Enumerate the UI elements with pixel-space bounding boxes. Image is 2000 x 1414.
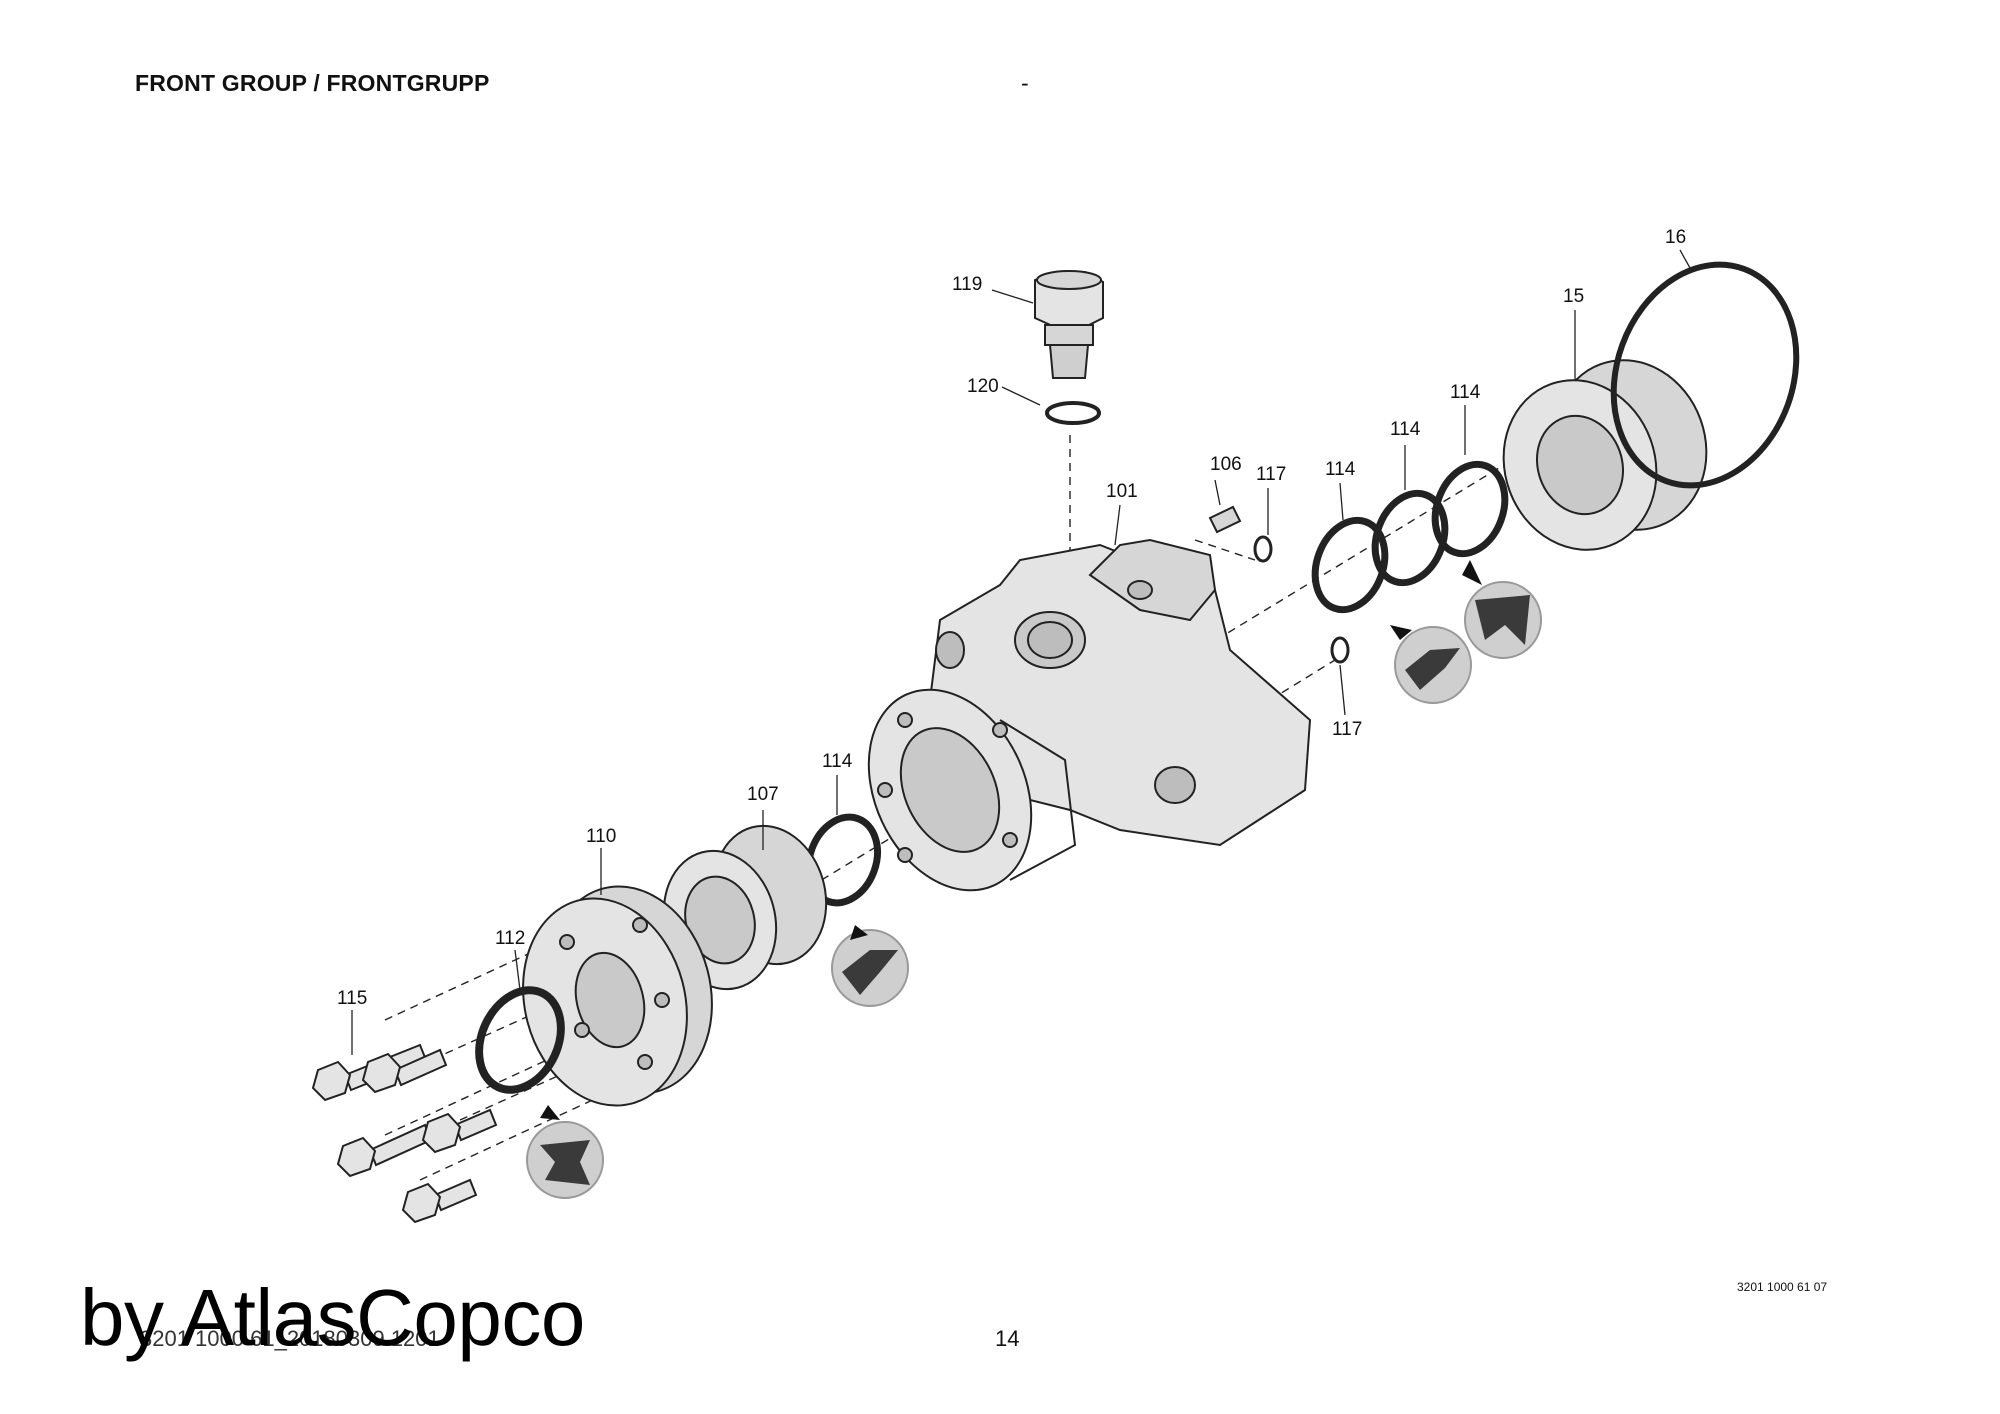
seal-114-b [1371, 489, 1449, 587]
callout-115: 115 [337, 988, 367, 1009]
o-ring-120 [1045, 401, 1101, 425]
watermark-text: by AtlasCopco [80, 1273, 585, 1362]
leader-lines [351, 249, 1691, 1055]
seal-profile-detail-3 [831, 925, 909, 1007]
bushing-15 [1502, 359, 1708, 551]
seal-profile-details [526, 560, 1542, 1199]
callout-120: 120 [967, 376, 999, 397]
drawing-reference-code: 3201 1000 61 07 [1737, 1280, 1828, 1294]
callout-114-b: 114 [1390, 419, 1421, 440]
pin-106 [1208, 505, 1242, 534]
callout-119: 119 [952, 274, 982, 295]
seal-114-a [1311, 516, 1389, 614]
callout-labels: 119 120 106 117 101 114 114 114 15 16 11… [337, 227, 1686, 1009]
seal-profile-detail-2 [1462, 560, 1542, 659]
callout-114-c: 114 [1450, 382, 1481, 403]
callout-101: 101 [1106, 481, 1138, 502]
page-title: FRONT GROUP / FRONTGRUPP [135, 70, 490, 96]
callout-112: 112 [495, 928, 525, 949]
callout-117-lower: 117 [1332, 719, 1362, 740]
screws-115 [311, 1043, 498, 1224]
plug-119 [1034, 270, 1104, 379]
callout-117-upper: 117 [1256, 464, 1286, 485]
header-dash: - [1021, 70, 1029, 96]
callout-114-a: 114 [1325, 459, 1356, 480]
callout-15: 15 [1563, 286, 1584, 307]
callout-114-d: 114 [822, 751, 853, 772]
circlip-117-upper [1253, 535, 1273, 563]
seal-114-c [1431, 460, 1509, 558]
ring-16 [1610, 261, 1800, 489]
seal-profile-detail-4 [526, 1105, 604, 1199]
front-cover-110 [522, 885, 713, 1107]
seal-profile-detail-1 [1390, 625, 1472, 704]
page-number: 14 [995, 1326, 1020, 1351]
seal-112 [475, 986, 565, 1094]
callout-106: 106 [1210, 454, 1242, 475]
housing-101 [867, 538, 1312, 892]
circlip-117-lower [1330, 636, 1350, 664]
callout-110: 110 [586, 826, 616, 847]
document-code: 3201 1000 61_20180309 1201 [140, 1326, 440, 1351]
seal-114-d [805, 813, 881, 907]
callout-107: 107 [747, 784, 779, 805]
callout-16: 16 [1665, 227, 1686, 248]
